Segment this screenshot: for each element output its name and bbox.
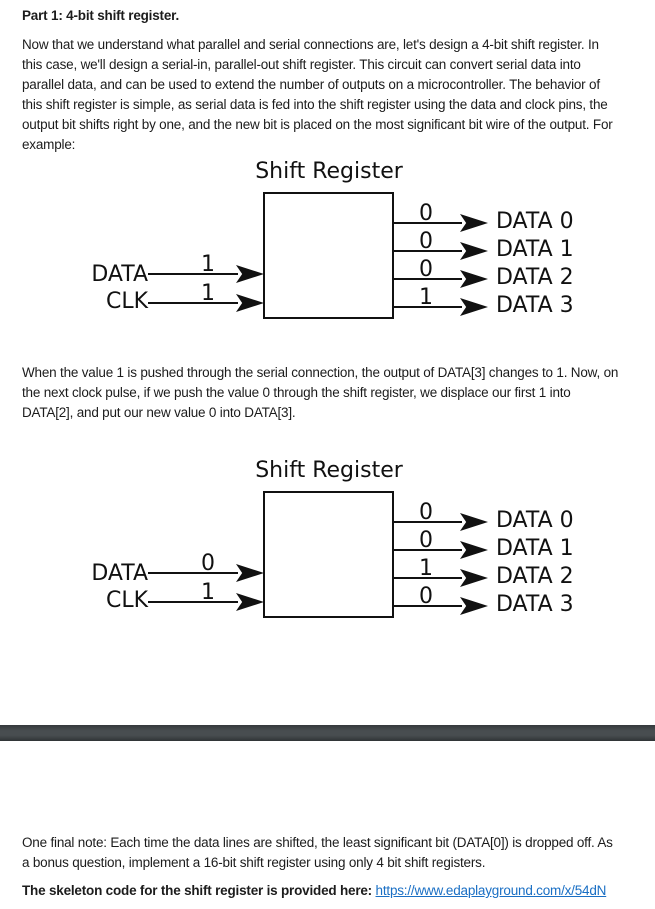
input-label-data: DATA: [91, 561, 148, 586]
diagram-title: Shift Register: [255, 458, 403, 483]
arrowhead-icon: [236, 593, 264, 611]
shift-register-box: [263, 491, 394, 618]
output-value: 0: [419, 584, 433, 609]
page-break-separator: [0, 725, 655, 741]
output-wire: [394, 577, 462, 579]
intro-paragraph: Now that we understand what parallel and…: [22, 37, 613, 152]
input-label-clk: CLK: [105, 588, 148, 613]
arrowhead-icon: [236, 294, 264, 312]
output-label: DATA 2: [496, 265, 574, 290]
arrowhead-icon: [460, 214, 488, 232]
output-value: 0: [419, 528, 433, 553]
arrowhead-icon: [460, 242, 488, 260]
output-value: 0: [419, 257, 433, 282]
arrowhead-icon: [460, 513, 488, 531]
arrowhead-icon: [460, 569, 488, 587]
output-wire: [394, 278, 462, 280]
output-label: DATA 0: [496, 508, 574, 533]
shift-register-diagram-2: Shift Register DATA 0 CLK 1 0 DATA 0 0 D…: [0, 457, 655, 632]
input-label-clk: CLK: [105, 289, 148, 314]
diagram-title: Shift Register: [255, 159, 403, 184]
arrowhead-icon: [460, 270, 488, 288]
arrowhead-icon: [460, 597, 488, 615]
input-value-data: 0: [201, 551, 215, 576]
shift-register-box: [263, 192, 394, 319]
explanation-paragraph: When the value 1 is pushed through the s…: [22, 365, 619, 420]
input-wire-clk: [148, 302, 238, 304]
arrowhead-icon: [460, 541, 488, 559]
output-wire: [394, 250, 462, 252]
output-label: DATA 2: [496, 564, 574, 589]
input-value-clk: 1: [201, 281, 215, 306]
output-wire: [394, 549, 462, 551]
output-label: DATA 1: [496, 536, 574, 561]
output-value: 1: [419, 556, 433, 581]
shift-register-diagram-1: Shift Register DATA 1 CLK 1 0 DATA 0 0 D…: [0, 158, 655, 333]
skeleton-code-label: The skeleton code for the shift register…: [22, 883, 376, 898]
input-value-data: 1: [201, 252, 215, 277]
output-label: DATA 1: [496, 237, 574, 262]
output-value: 0: [419, 500, 433, 525]
output-wire: [394, 605, 462, 607]
output-label: DATA 0: [496, 209, 574, 234]
section-heading: Part 1: 4-bit shift register.: [22, 8, 179, 23]
input-wire-clk: [148, 601, 238, 603]
output-wire: [394, 521, 462, 523]
edaplayground-link[interactable]: https://www.edaplayground.com/x/54dN: [375, 883, 607, 898]
final-note-paragraph: One final note: Each time the data lines…: [22, 835, 613, 870]
output-value: 0: [419, 201, 433, 226]
output-wire: [394, 222, 462, 224]
arrowhead-icon: [236, 265, 264, 283]
input-label-data: DATA: [91, 262, 148, 287]
output-value: 0: [419, 229, 433, 254]
arrowhead-icon: [460, 298, 488, 316]
skeleton-code-line: The skeleton code for the shift register…: [22, 881, 638, 901]
output-label: DATA 3: [496, 592, 574, 617]
input-wire-data: [148, 572, 238, 574]
input-wire-data: [148, 273, 238, 275]
output-value: 1: [419, 285, 433, 310]
output-wire: [394, 306, 462, 308]
arrowhead-icon: [236, 564, 264, 582]
input-value-clk: 1: [201, 580, 215, 605]
output-label: DATA 3: [496, 293, 574, 318]
